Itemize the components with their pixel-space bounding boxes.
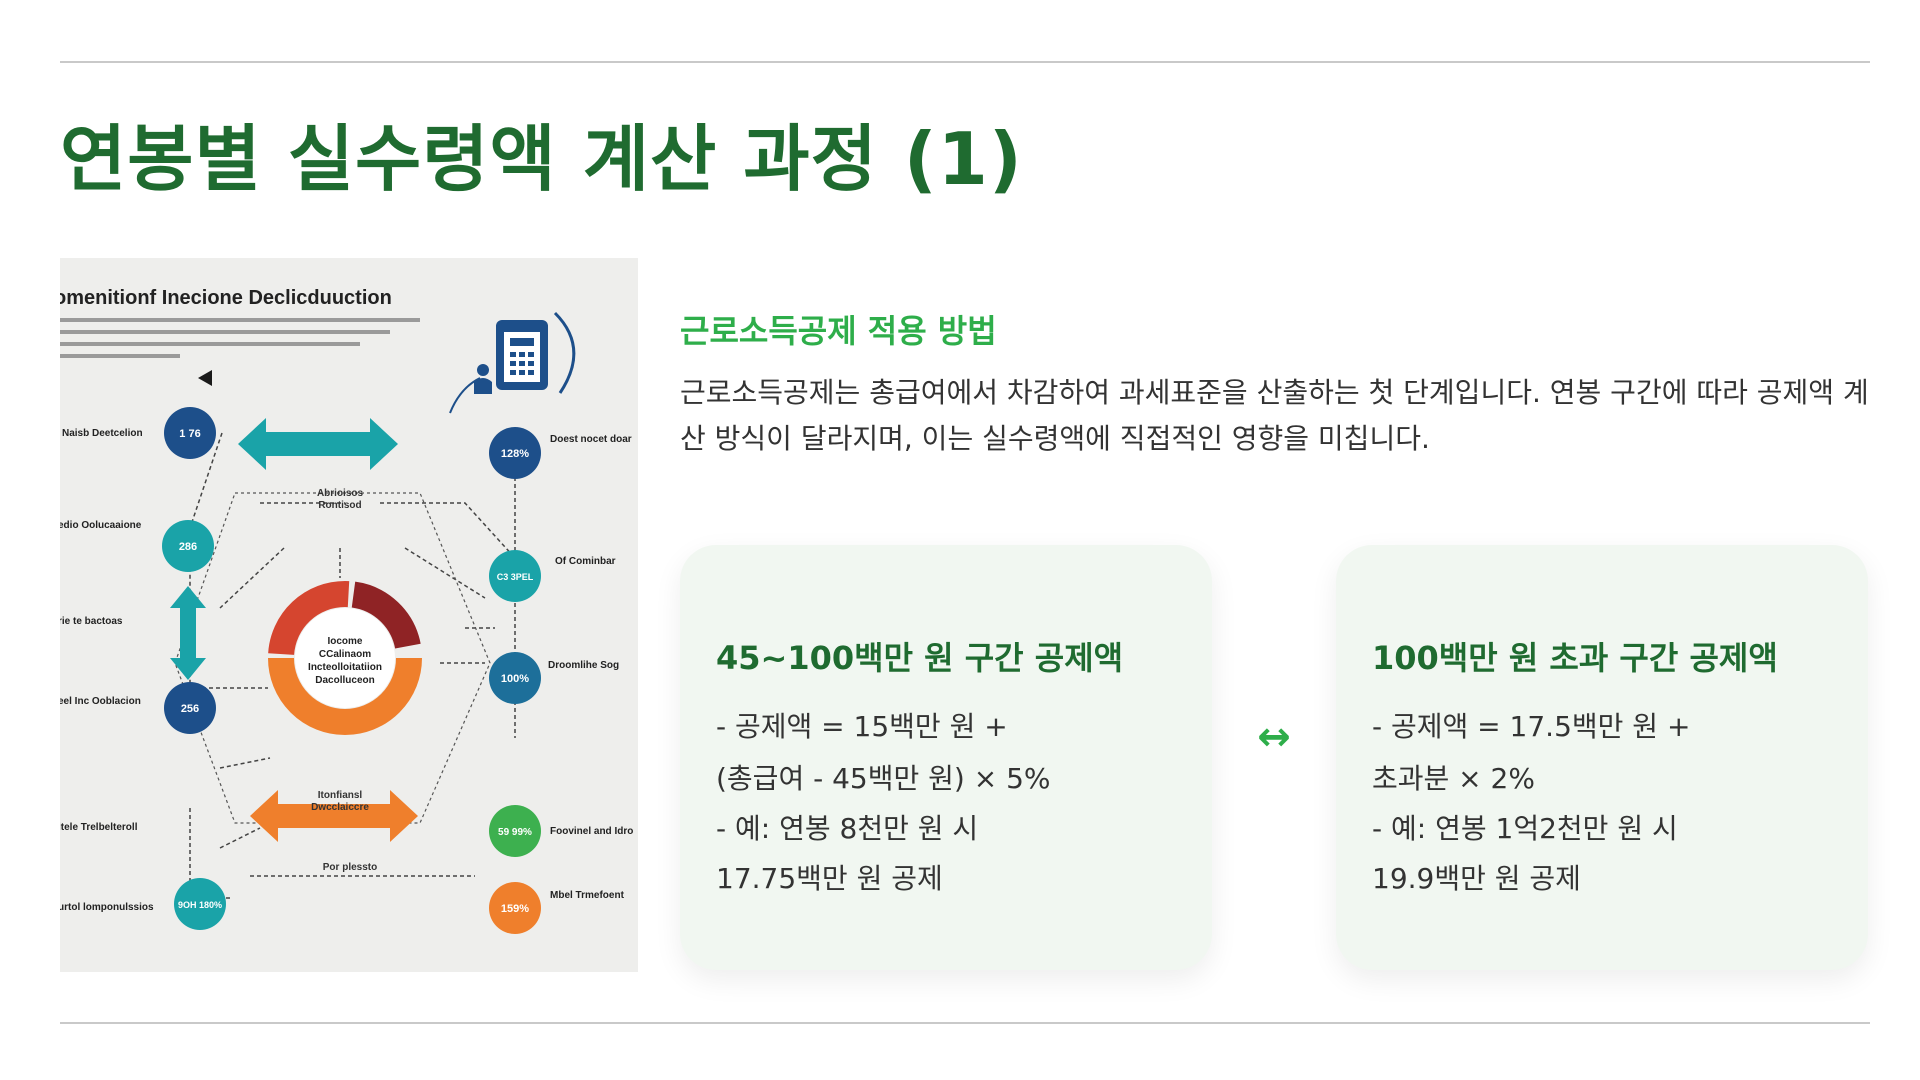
node-label: rie te bactoas <box>60 616 123 627</box>
node-label: Of Cominbar <box>555 556 616 567</box>
node-value: 9OH 180% <box>178 900 222 910</box>
node-value: 286 <box>179 541 197 553</box>
graduation-cap-icon <box>198 370 212 386</box>
card-line: - 예: 연봉 1억2천만 원 시 <box>1372 812 1678 845</box>
node-label: eel Inc Ooblacion <box>60 696 141 707</box>
orange-double-arrow-icon <box>250 790 418 842</box>
node-label: itele Trelbelteroll <box>60 822 138 833</box>
right-node: 128% Doest nocet doar <box>489 427 632 479</box>
node-label: Droomlihe Sog <box>548 660 619 671</box>
left-node: 286 edio Oolucaaione <box>60 520 214 572</box>
node-value: C3 3PEL <box>497 572 534 582</box>
center-label-line: CCalinaom <box>319 649 371 660</box>
infographic-heading: omenitionf Inecione Declicduuction <box>60 287 392 309</box>
node-label: Foovinel and Idro <box>550 826 633 837</box>
double-arrow-icon: ↔ <box>1257 714 1291 760</box>
node-value: 100% <box>501 673 529 685</box>
deduction-card-45-100: 45~100백만 원 구간 공제액 - 공제액 = 15백만 원 + (총급여 … <box>680 545 1212 970</box>
node-label: urtol lomponulssios <box>60 902 154 913</box>
page-title: 연봉별 실수령액 계산 과정 (1) <box>60 117 1023 201</box>
left-node: rie te bactoas <box>60 616 123 627</box>
bottom-divider <box>60 1022 1870 1024</box>
deduction-card-over-100: 100백만 원 초과 구간 공제액 - 공제액 = 17.5백만 원 + 초과분… <box>1336 545 1868 970</box>
node-value: 159% <box>501 903 529 915</box>
top-label: Rontisod <box>318 500 361 511</box>
node-value: 256 <box>181 703 199 715</box>
footer-label: Por plessto <box>323 862 377 873</box>
center-label-line: Iocome <box>327 636 362 647</box>
bottom-label: Dwcclaiccre <box>311 802 369 813</box>
right-node: C3 3PEL Of Cominbar <box>489 550 616 602</box>
clipboard-icon <box>496 320 548 390</box>
card-title: 100백만 원 초과 구간 공제액 <box>1372 639 1778 677</box>
card-title: 45~100백만 원 구간 공제액 <box>716 639 1124 677</box>
section-description: 근로소득공제는 총급여에서 차감하여 과세표준을 산출하는 첫 단계입니다. 연… <box>680 376 1869 455</box>
node-value: 59 99% <box>498 827 532 838</box>
left-node: 256 eel Inc Ooblacion <box>60 682 216 734</box>
card-line: 17.75백만 원 공제 <box>716 862 943 895</box>
card-line: - 공제액 = 15백만 원 + <box>716 710 1008 743</box>
top-divider <box>60 61 1870 63</box>
center-label-line: Incteolloitatiion <box>308 662 382 673</box>
card-line: (총급여 - 45백만 원) × 5% <box>716 762 1051 795</box>
node-value: 128% <box>501 448 529 460</box>
card-line: - 예: 연봉 8천만 원 시 <box>716 812 979 845</box>
income-deduction-infographic: omenitionf Inecione Declicduuction <box>60 258 638 972</box>
card-line: - 공제액 = 17.5백만 원 + <box>1372 710 1691 743</box>
node-value: 1 76 <box>179 428 200 440</box>
left-node: 1 76 Naisb Deetcelion <box>62 407 216 459</box>
top-label: Abrioisos <box>317 488 364 499</box>
teal-vertical-arrow-icon <box>170 586 206 680</box>
right-node: 59 99% Foovinel and Idro <box>489 805 633 857</box>
curved-arrow-icon <box>553 311 576 394</box>
center-label-line: Dacolluceon <box>315 675 374 686</box>
card-line: 19.9백만 원 공제 <box>1372 862 1581 895</box>
center-donut-chart <box>268 581 422 735</box>
center-label: Iocome CCalinaom Incteolloitatiion Dacol… <box>308 636 382 686</box>
node-label: Doest nocet doar <box>550 434 632 445</box>
infographic-heading-body <box>60 318 420 358</box>
right-node: 100% Droomlihe Sog <box>489 652 619 704</box>
right-node: 159% Mbel Trmefoent <box>489 882 625 934</box>
node-label: edio Oolucaaione <box>60 520 142 531</box>
card-line: 초과분 × 2% <box>1372 762 1535 795</box>
teal-double-arrow-icon <box>238 418 398 470</box>
node-label: Naisb Deetcelion <box>62 428 143 439</box>
section-heading: 근로소득공제 적용 방법 <box>680 312 997 350</box>
node-label: Mbel Trmefoent <box>550 890 625 901</box>
curved-arrow-icon <box>449 377 481 414</box>
bottom-label: Itonfiansl <box>318 790 363 801</box>
left-node: 9OH 180% itele Trelbelteroll urtol lompo… <box>60 822 226 930</box>
person-icon <box>474 364 492 394</box>
